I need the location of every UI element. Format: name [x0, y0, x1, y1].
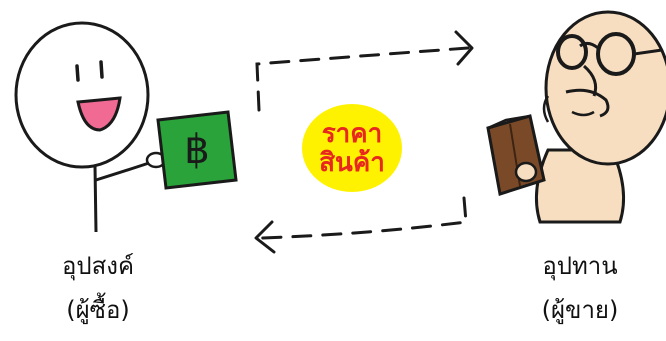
seller-head [546, 12, 666, 164]
price-badge-circle [302, 104, 402, 192]
buyer-right-eye [101, 62, 102, 77]
buyer-title: อุปสงค์ [38, 252, 158, 281]
seller-subtitle: (ผู้ขาย) [520, 296, 640, 325]
buyer-figure [16, 23, 165, 232]
bottom-arrow-line [262, 198, 466, 238]
top-arrow [257, 32, 472, 110]
buyer-arm [96, 162, 152, 180]
product-bag [488, 116, 544, 194]
seller-title: อุปทาน [520, 252, 640, 281]
seller-figure [536, 12, 666, 222]
buyer-subtitle: (ผู้ซื้อ) [38, 296, 158, 325]
buyer-left-eye [77, 66, 78, 80]
bottom-arrow [256, 198, 466, 252]
buyer-body [95, 166, 96, 232]
buyer-head [16, 23, 148, 167]
banknote: ฿ [158, 112, 236, 188]
seller-hand [516, 163, 536, 181]
baht-symbol: ฿ [184, 127, 209, 173]
top-arrow-line [257, 48, 468, 110]
